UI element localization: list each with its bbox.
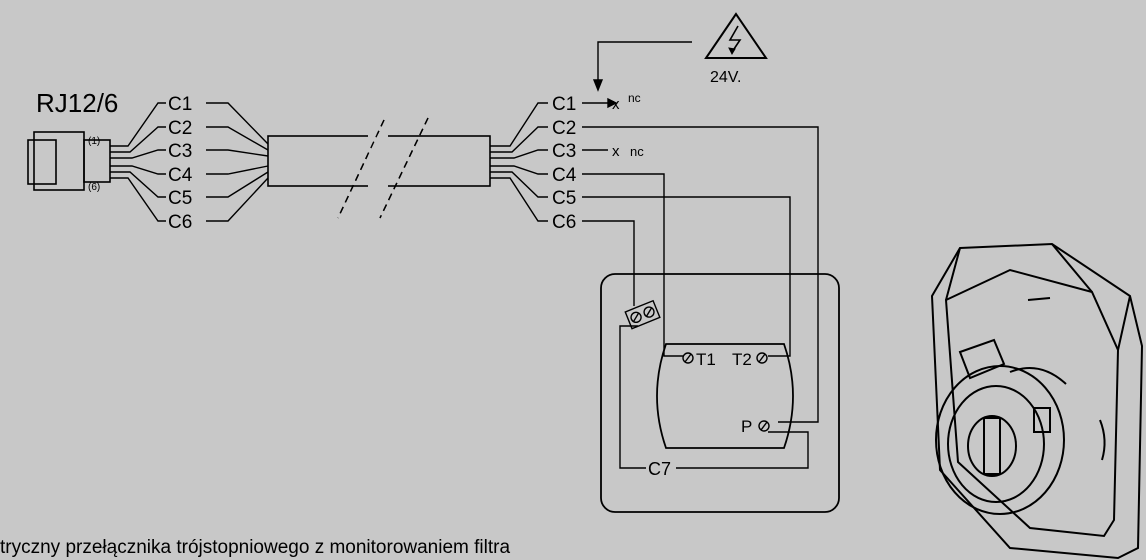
switch-plate [600,273,840,513]
c1-x-mark: x [612,96,620,113]
voltage-label: 24V. [710,69,741,86]
left-wire-c3: C3 [168,141,192,162]
terminal-t2: T2 [732,350,752,369]
left-fanout-wires [110,102,269,222]
right-wire-c1: C1 [552,94,576,115]
terminal-block [624,299,661,330]
c1-nc-label: nc [628,91,641,105]
pin-6-label: (6) [88,182,100,193]
c3-nc-label: nc [630,144,644,159]
connector-label: RJ12/6 [36,88,118,118]
high-voltage-icon [704,12,768,59]
left-wire-c2: C2 [168,118,192,139]
right-wire-c5: C5 [552,188,576,209]
right-wire-c4: C4 [552,165,577,186]
rj12-plug [27,131,111,191]
right-fanout-wires [490,102,548,222]
left-wire-c1: C1 [168,94,192,115]
terminal-t1: T1 [696,350,716,369]
right-wire-c3: C3 [552,141,576,162]
terminal-screws [682,352,770,432]
left-wire-c4: C4 [168,165,193,186]
left-wire-c5: C5 [168,188,192,209]
terminal-p: P [741,417,752,436]
pin-1-label: (1) [88,136,100,147]
switch-module [656,343,794,449]
switch-wires [582,126,819,469]
c7-label: C7 [648,459,671,479]
left-wire-c6: C6 [168,212,192,233]
supply-line [592,41,692,92]
switch-3d-illustration [930,242,1144,560]
right-wire-c6: C6 [552,212,576,233]
nc-wires [582,97,618,151]
right-wire-c2: C2 [552,118,576,139]
right-wire-labels: C1 C2 C3 C4 C5 C6 [552,94,577,233]
c3-x-mark: x [612,143,620,160]
left-wire-labels: C1 C2 C3 C4 C5 C6 [168,94,193,233]
figure-caption: tryczny przełącznika trójstopniowego z m… [0,537,511,558]
